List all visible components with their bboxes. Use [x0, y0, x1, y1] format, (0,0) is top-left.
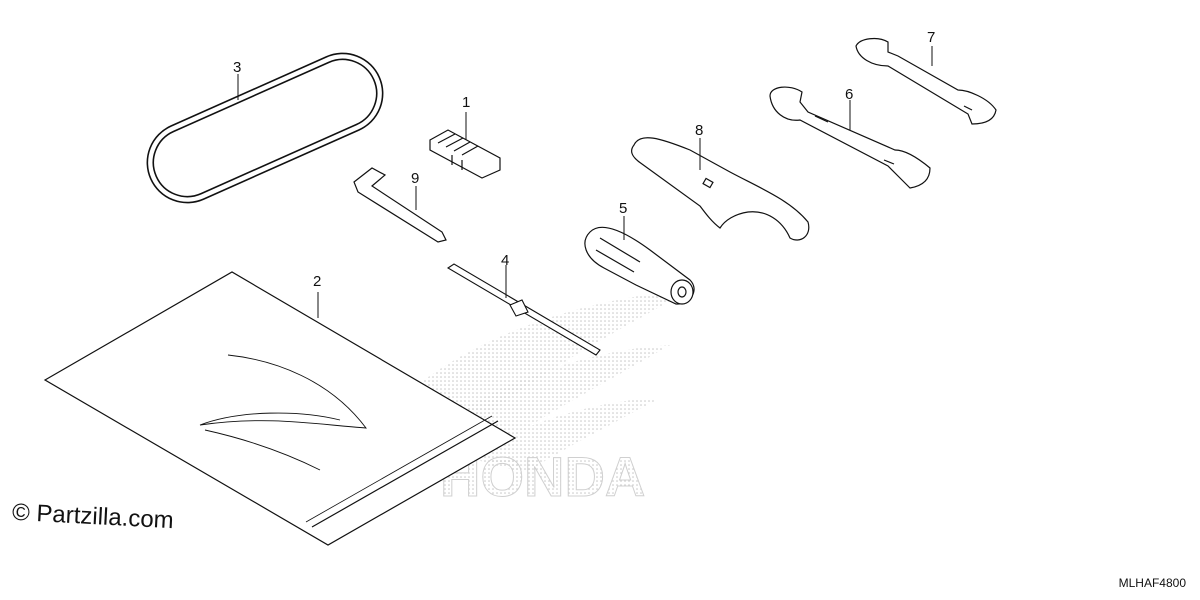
part-7-wrench [855, 37, 997, 125]
honda-wing-logo: HONDA [395, 290, 690, 509]
part-4-screwdriver-shaft [446, 263, 601, 356]
callout-5: 5 [619, 200, 628, 217]
part-3-rubber-band [146, 52, 384, 204]
callout-3: 3 [233, 59, 242, 76]
part-2-tool-bag [43, 271, 517, 546]
callout-9: 9 [411, 170, 420, 187]
diagram-code: MLHAF4800 [1118, 576, 1186, 590]
callout-4: 4 [501, 252, 510, 269]
part-1-fuse-puller [429, 112, 501, 179]
callout-1: 1 [462, 94, 471, 111]
callout-8: 8 [695, 122, 704, 139]
part-5-screwdriver-grip [584, 216, 695, 305]
part-9-hex-wrench [353, 167, 447, 243]
callout-2: 2 [313, 273, 322, 290]
part-8-pin-spanner [631, 137, 810, 241]
callout-7: 7 [927, 29, 936, 46]
callout-6: 6 [845, 86, 854, 103]
part-6-wrench [769, 86, 931, 189]
